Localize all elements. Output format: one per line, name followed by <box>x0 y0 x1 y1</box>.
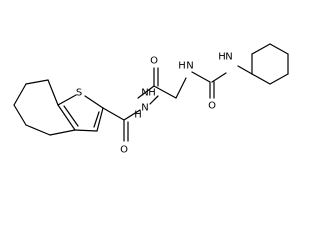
atom-label-hydrazide-h1: H <box>134 110 142 121</box>
atom-label-urea-oxygen: O <box>208 101 216 112</box>
bond <box>269 73 289 85</box>
bond <box>269 43 289 55</box>
atom-label-hydrazide-n2: N <box>141 88 148 99</box>
atom-label-urea-h1: H <box>178 61 186 72</box>
bond <box>13 83 27 106</box>
bond <box>191 71 211 83</box>
bond <box>13 104 27 126</box>
urea-group <box>191 71 227 99</box>
atom-label-urea-n1: N <box>186 61 193 72</box>
bond <box>123 109 141 121</box>
bond <box>96 107 104 132</box>
atom-label-hydrazide-h2: H <box>148 88 156 99</box>
bond <box>153 85 177 99</box>
bond <box>63 105 79 127</box>
bond <box>49 129 76 136</box>
bond <box>102 107 125 121</box>
bond <box>211 72 227 83</box>
atom-label-hydrazide-n1: N <box>141 103 148 114</box>
bond <box>93 111 100 128</box>
bond <box>137 85 155 99</box>
atom-label-urea-n2: N <box>225 52 232 63</box>
atom-label-sulfur: S <box>76 88 82 99</box>
atom-label-urea-h2: H <box>218 52 226 63</box>
bond <box>84 95 104 109</box>
bond <box>57 94 77 106</box>
thiophene-ring <box>57 94 104 132</box>
glycyl-carbonyl <box>137 67 187 99</box>
bond <box>175 77 187 99</box>
bond <box>47 79 59 106</box>
bond <box>57 104 76 131</box>
atom-label-amide-oxygen-2: O <box>150 56 158 67</box>
atom-label-amide-oxygen-1: O <box>120 145 128 156</box>
bond <box>237 65 253 75</box>
hydrazide-carbonyl <box>102 107 141 142</box>
bond <box>74 129 98 132</box>
bond <box>153 95 159 101</box>
chemical-structure-diagram: S H N N H O O H N O H N <box>13 43 289 156</box>
cycloheptane-ring <box>13 79 76 136</box>
bond <box>25 124 51 136</box>
cyclohexane-ring <box>237 43 289 85</box>
bond <box>25 79 49 85</box>
bond <box>251 43 271 55</box>
bond <box>251 73 271 85</box>
